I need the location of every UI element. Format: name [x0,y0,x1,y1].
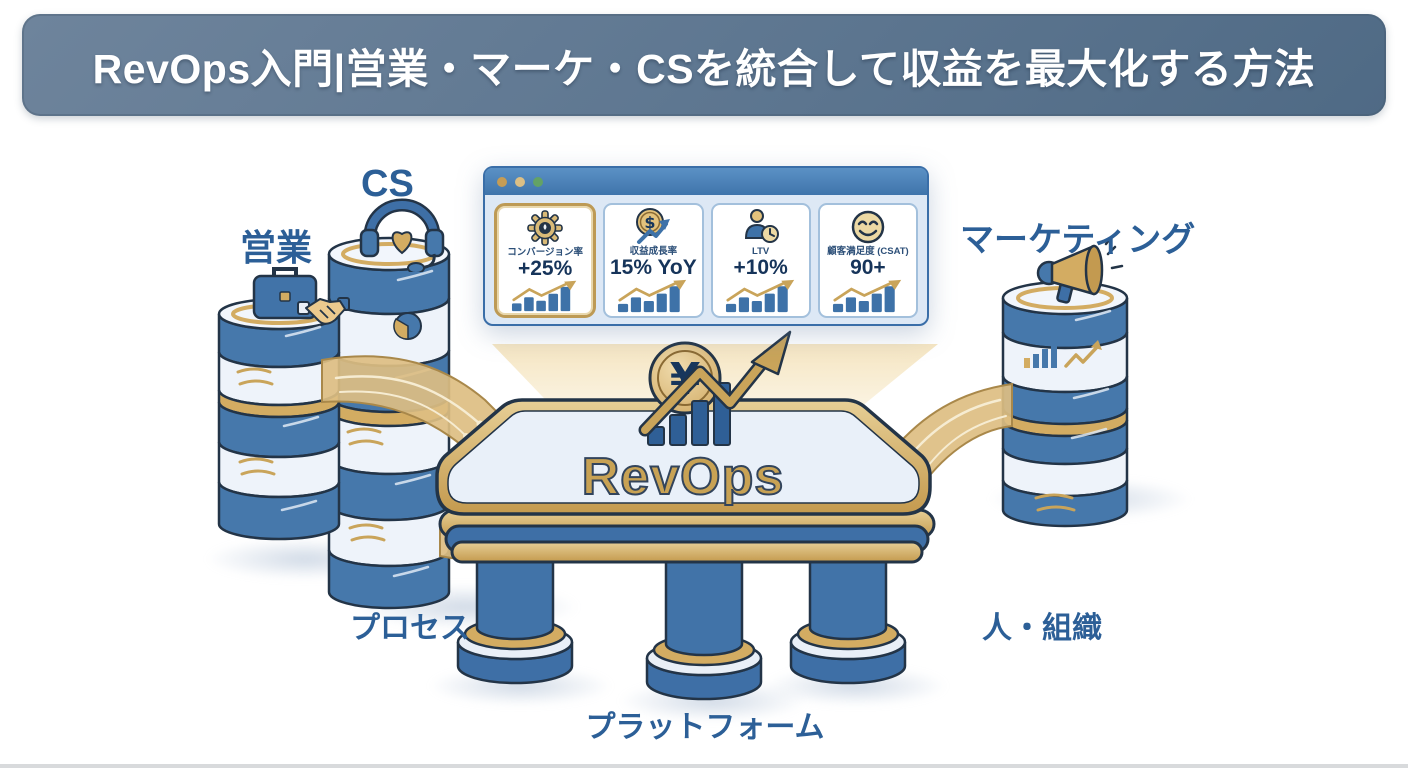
metric-card-ltv: LTV +10% [710,203,811,318]
revops-wordmark: RevOps [581,447,785,507]
gear-icon [525,208,565,248]
marketing-silo-label: マーケティング [960,221,1196,259]
dashboard-window: コンバージョン率 +25% $ 収益成長率 15% YoY [483,166,929,326]
metric-card-revenue-growth: $ 収益成長率 15% YoY [603,203,704,318]
csat-smiley-icon [848,207,888,247]
metric-value: 90+ [850,255,886,279]
window-dot-green [533,176,543,187]
megaphone-icon [1036,238,1124,304]
pillar-people [789,542,907,685]
briefcase-handshake-icon [252,267,350,325]
metric-trend-chart [512,280,577,312]
user-clock-icon [741,207,781,247]
metric-value: +10% [733,255,788,279]
metric-label: コンバージョン率 [507,247,584,258]
sales-silo-label: 営業 [240,227,313,268]
metric-value: +25% [517,256,573,280]
pillar-label-process: プロセス [350,612,470,645]
metric-cards-row: コンバージョン率 +25% $ 収益成長率 15% YoY [485,195,927,326]
metric-trend-chart [725,279,794,313]
pillar-process [456,542,574,685]
pillar-platform [645,542,763,701]
cs-silo-label: CS [361,163,414,205]
metric-card-conversion: コンバージョン率 +25% [494,203,597,318]
headset-heart-icon [359,198,445,272]
pie-chart-icon [393,312,422,340]
revenue-growth-coin-icon: $ [633,207,673,247]
handshake-icon [297,297,350,325]
window-dot-tan [515,176,525,187]
growth-arrow-icon [638,330,792,437]
sales-silo-cylinder [217,297,341,541]
metric-card-csat: 顧客満足度 (CSAT) 90+ [817,203,918,318]
dashboard-titlebar [485,168,927,195]
metric-label: 顧客満足度 (CSAT) [827,246,909,257]
metric-label: LTV [752,246,770,257]
window-dot-gold [497,176,507,187]
pillar-label-platform: プラットフォーム [585,711,825,744]
metric-label: 収益成長率 [629,246,678,257]
svg-text:$: $ [645,213,656,232]
metric-trend-chart [618,279,687,313]
pillar-label-people: 人・組織 [982,612,1102,645]
page-title: RevOps入門|営業・マーケ・CSを統合して収益を最大化する方法 [92,46,1316,92]
page-bottom-edge [0,764,1408,768]
metric-trend-chart [832,279,902,313]
bar-chart-trend-icon [1024,340,1102,368]
metric-value: 15% YoY [609,255,697,279]
title-banner: RevOps入門|営業・マーケ・CSを統合して収益を最大化する方法 [22,14,1386,116]
